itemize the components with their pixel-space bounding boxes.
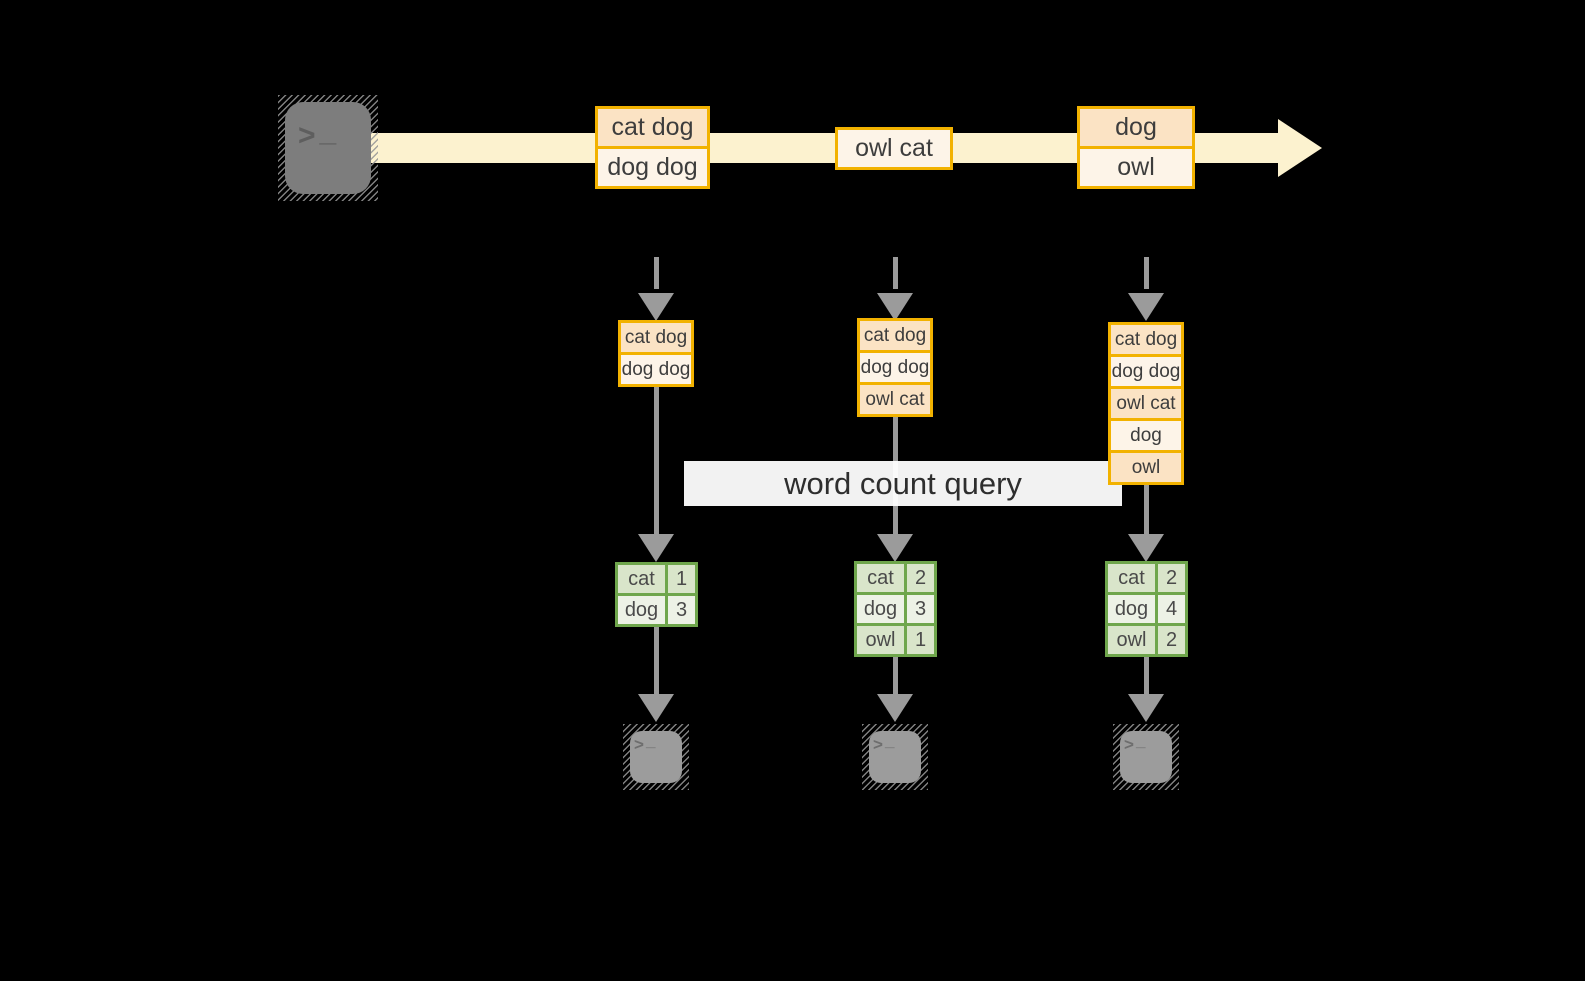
message-row: dog dog bbox=[598, 146, 707, 186]
word-cell: owl bbox=[857, 626, 907, 654]
query-arrowhead-icon bbox=[877, 534, 913, 562]
count-row: dog 3 bbox=[857, 592, 934, 623]
terminal-screen bbox=[1120, 731, 1172, 783]
terminal-prompt-icon: >_ bbox=[873, 731, 897, 754]
query-arrowhead-icon bbox=[638, 534, 674, 562]
word-cell: dog bbox=[618, 596, 668, 624]
word-cell: dog bbox=[857, 595, 907, 623]
count-table: cat 2 dog 3 owl 1 bbox=[854, 561, 937, 657]
count-row: cat 2 bbox=[857, 564, 934, 592]
terminal-screen bbox=[869, 731, 921, 783]
terminal-screen bbox=[630, 731, 682, 783]
query-label: word count query bbox=[684, 461, 1122, 506]
output-arrowhead-icon bbox=[877, 694, 913, 722]
terminal-screen bbox=[285, 102, 371, 194]
buffer-row: dog dog bbox=[621, 352, 691, 384]
count-row: owl 2 bbox=[1108, 623, 1185, 654]
output-arrowhead-icon bbox=[638, 694, 674, 722]
terminal-prompt-icon: >_ bbox=[634, 731, 658, 754]
message-row: owl bbox=[1080, 146, 1192, 186]
word-cell: cat bbox=[618, 565, 668, 593]
ingest-arrow-dash bbox=[654, 257, 659, 289]
count-table: cat 2 dog 4 owl 2 bbox=[1105, 561, 1188, 657]
stream-message: dog owl bbox=[1077, 106, 1195, 189]
message-row: owl cat bbox=[838, 130, 950, 167]
ingest-arrowhead-icon bbox=[1128, 293, 1164, 321]
stream-message: cat dog dog dog bbox=[595, 106, 710, 189]
ingest-arrow-dash bbox=[893, 257, 898, 289]
buffer-row: dog dog bbox=[1111, 354, 1181, 386]
query-arrowhead-icon bbox=[1128, 534, 1164, 562]
word-cell: dog bbox=[1108, 595, 1158, 623]
output-arrow-line bbox=[893, 657, 898, 695]
stream-message: owl cat bbox=[835, 127, 953, 170]
source-terminal-icon: >_ bbox=[278, 95, 378, 201]
value-cell: 2 bbox=[907, 564, 934, 592]
buffer-row: cat dog bbox=[621, 323, 691, 352]
consumer-terminal-icon: >_ bbox=[623, 724, 689, 790]
message-row: cat dog bbox=[598, 109, 707, 146]
ingest-arrowhead-icon bbox=[877, 293, 913, 321]
count-row: dog 3 bbox=[618, 593, 695, 624]
buffer-row: owl cat bbox=[860, 382, 930, 414]
terminal-prompt-icon: >_ bbox=[1124, 731, 1148, 754]
word-cell: cat bbox=[1108, 564, 1158, 592]
buffer-row: cat dog bbox=[860, 321, 930, 350]
buffer-row: owl bbox=[1111, 450, 1181, 482]
state-buffer: cat dog dog dog bbox=[618, 320, 694, 387]
output-arrowhead-icon bbox=[1128, 694, 1164, 722]
ingest-arrow-dash bbox=[1144, 257, 1149, 289]
terminal-prompt-icon: >_ bbox=[298, 115, 341, 152]
word-cell: owl bbox=[1108, 626, 1158, 654]
state-buffer: cat dog dog dog owl cat dog owl bbox=[1108, 322, 1184, 485]
ingest-arrowhead-icon bbox=[638, 293, 674, 321]
buffer-row: dog dog bbox=[860, 350, 930, 382]
count-row: cat 1 bbox=[618, 565, 695, 593]
count-table: cat 1 dog 3 bbox=[615, 562, 698, 627]
message-row: dog bbox=[1080, 109, 1192, 146]
buffer-row: cat dog bbox=[1111, 325, 1181, 354]
output-arrow-line bbox=[1144, 657, 1149, 695]
stream-arrowhead-icon bbox=[1278, 119, 1322, 177]
word-cell: cat bbox=[857, 564, 907, 592]
output-arrow-line bbox=[654, 627, 659, 695]
count-row: dog 4 bbox=[1108, 592, 1185, 623]
value-cell: 3 bbox=[907, 595, 934, 623]
buffer-row: dog bbox=[1111, 418, 1181, 450]
value-cell: 4 bbox=[1158, 595, 1185, 623]
query-arrow-line bbox=[1144, 485, 1149, 535]
consumer-terminal-icon: >_ bbox=[862, 724, 928, 790]
buffer-row: owl cat bbox=[1111, 386, 1181, 418]
count-row: owl 1 bbox=[857, 623, 934, 654]
value-cell: 1 bbox=[668, 565, 695, 593]
value-cell: 2 bbox=[1158, 626, 1185, 654]
count-row: cat 2 bbox=[1108, 564, 1185, 592]
state-buffer: cat dog dog dog owl cat bbox=[857, 318, 933, 417]
value-cell: 1 bbox=[907, 626, 934, 654]
value-cell: 2 bbox=[1158, 564, 1185, 592]
consumer-terminal-icon: >_ bbox=[1113, 724, 1179, 790]
value-cell: 3 bbox=[668, 596, 695, 624]
query-arrow-line bbox=[654, 387, 659, 535]
